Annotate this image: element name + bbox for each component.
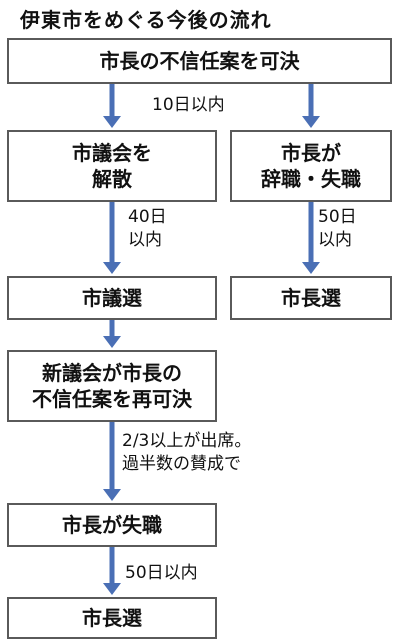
mayor-election-2-label: 市長選	[82, 606, 142, 630]
no-confidence-label: 市長の不信任案を可決	[99, 49, 300, 73]
dissolve-council-line-2: 解散	[92, 167, 132, 191]
mayor-election-1-label: 市長選	[281, 286, 341, 310]
mayor-loses-office-label: 市長が失職	[62, 513, 162, 537]
mayor-resign-line-2: 辞職・失職	[261, 167, 361, 191]
city-council-election-label: 市議選	[82, 286, 142, 310]
conditions-line-2: 過半数の賛成で	[122, 454, 241, 474]
mayor-election-box-2: 市長選	[7, 597, 217, 639]
within-40-days-line-1: 40日	[128, 207, 167, 227]
arrow-to-resign-head	[302, 116, 320, 128]
mayor-resign-box: 市長が 辞職・失職	[230, 130, 392, 202]
arrow-to-city-council-election-head	[103, 262, 121, 274]
within-50-days-a-line-1: 50日	[318, 207, 357, 227]
diagram-title: 伊東市をめぐる今後の流れ	[20, 8, 272, 32]
arrow-to-re-vote-head	[103, 336, 121, 348]
mayor-election-box-1: 市長選	[230, 276, 392, 320]
dissolve-council-box: 市議会を 解散	[7, 130, 217, 202]
within-10-days-note: 10日以内	[152, 95, 225, 115]
within-50-days-note-b: 50日以内	[125, 563, 198, 583]
within-40-days-note: 40日 以内	[128, 206, 167, 252]
conditions-note: 2/3以上が出席。 過半数の賛成で	[122, 430, 251, 476]
dissolve-council-line-1: 市議会を	[72, 141, 152, 165]
arrow-to-lose-office-head	[103, 489, 121, 501]
re-vote-line-1: 新議会が市長の	[42, 361, 182, 385]
city-council-election-box: 市議選	[7, 276, 217, 320]
re-vote-line-2: 不信任案を再可決	[32, 387, 192, 411]
arrow-to-mayor-election-2-head	[103, 583, 121, 595]
mayor-loses-office-box: 市長が失職	[7, 503, 217, 547]
no-confidence-box: 市長の不信任案を可決	[7, 38, 392, 84]
conditions-line-1: 2/3以上が出席。	[122, 431, 252, 451]
within-50-days-a-line-2: 以内	[318, 230, 352, 250]
re-vote-box: 新議会が市長の 不信任案を再可決	[7, 350, 217, 422]
arrow-to-dissolve-head	[103, 116, 121, 128]
arrow-to-mayor-election-1-head	[302, 262, 320, 274]
within-40-days-line-2: 以内	[128, 230, 162, 250]
mayor-resign-line-1: 市長が	[281, 141, 341, 165]
within-50-days-note-a: 50日 以内	[318, 206, 357, 252]
